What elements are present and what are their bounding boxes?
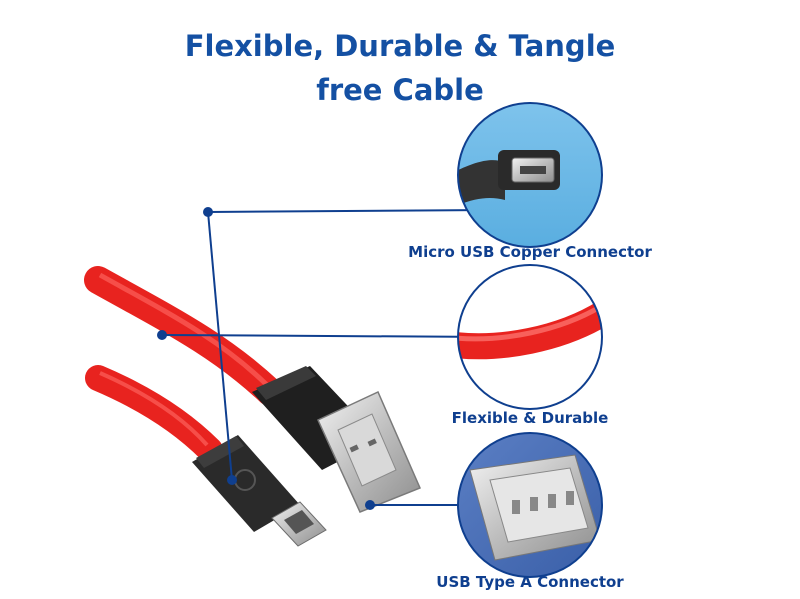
page-title: Flexible, Durable & Tangle free Cable [0,24,800,112]
callout-label-usb-a: USB Type A Connector [436,573,624,591]
callout-label-flexible: Flexible & Durable [451,409,609,427]
title-line-2: free Cable [316,73,484,107]
usb-cable-product [84,266,421,547]
red-cable-icon [457,264,603,410]
leader-line-vertical [207,211,233,481]
leader-line-1 [207,209,492,213]
usb-a-connector-icon [457,432,603,578]
micro-usb-connector-icon [457,102,603,248]
title-line-1: Flexible, Durable & Tangle [184,29,616,63]
micro-usb-plug [192,435,327,547]
callout-label-micro-usb: Micro USB Copper Connector [408,243,652,261]
usb-a-plug [252,366,421,513]
leader-line-2 [161,334,498,338]
